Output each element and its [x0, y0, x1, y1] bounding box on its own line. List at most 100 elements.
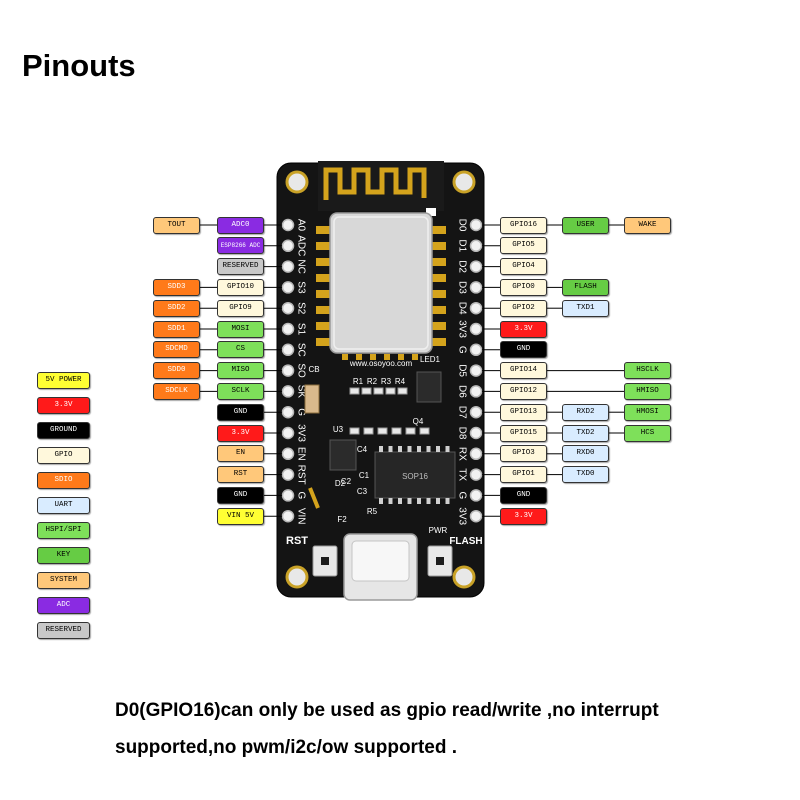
ref-d2: D2 [335, 479, 346, 488]
header-pin [281, 218, 295, 232]
right-pin-tag-gpio0: GPIO0 [500, 278, 547, 296]
smd-component [373, 387, 384, 395]
header-pin [281, 281, 295, 294]
header-pin [469, 322, 483, 336]
chip-leg [417, 446, 421, 452]
silk-label-g: G [456, 492, 467, 500]
right-pin-tag-txd2: TXD2 [562, 424, 609, 442]
flash-button-cap[interactable] [436, 557, 444, 565]
header-pin [281, 301, 295, 315]
header-pin [281, 239, 295, 253]
silk-label-d8: D8 [456, 427, 467, 440]
smd-component [385, 387, 396, 395]
right-pin-tag-gpio16: GPIO16 [500, 216, 547, 234]
smd-component [361, 387, 372, 395]
antenna-trace [323, 167, 427, 200]
module-pad [384, 354, 390, 360]
ref-r1: R1 [353, 377, 364, 386]
header-pin [469, 447, 483, 461]
silk-label-g: G [295, 408, 306, 416]
silk-label-3v3: 3V3 [456, 320, 467, 338]
header-pin [281, 468, 295, 481]
module-pad [412, 354, 418, 360]
legend-uart: UART [37, 497, 90, 514]
chip-leg [426, 446, 431, 452]
chip-leg [445, 498, 450, 504]
right-pin-tag-user: USER [562, 216, 609, 234]
module-pad [432, 274, 446, 282]
mounting-hole [452, 170, 476, 194]
ref-cb: CB [308, 365, 319, 374]
header-pin [469, 301, 483, 315]
silk-label-d7: D7 [456, 406, 467, 419]
silk-label-rx: RX [456, 447, 467, 461]
silk-label-g: G [295, 492, 306, 500]
header-pin [469, 489, 483, 502]
ref-q4: Q4 [413, 417, 424, 426]
smd-component [405, 427, 416, 435]
right-pin-tag-rxd0: RXD0 [562, 445, 609, 463]
ref-c1: C1 [359, 471, 370, 480]
silk-label-nc: NC [295, 259, 306, 273]
silk-label-d5: D5 [456, 364, 467, 377]
left-pin-tag-gnd: GND [217, 403, 264, 421]
header-pin [469, 385, 483, 398]
smd-component [397, 387, 408, 395]
legend-sdio: SDIO [37, 472, 90, 489]
header-pin [469, 239, 483, 253]
legend-key: KEY [37, 547, 90, 564]
module-pad [316, 306, 330, 314]
right-pin-tag-3-3v: 3.3V [500, 320, 547, 338]
right-pin-tag-hsclk: HSCLK [624, 362, 671, 380]
right-pin-tag-gpio4: GPIO4 [500, 258, 547, 276]
chip-leg [398, 498, 402, 504]
site-text: www.osoyoo.com [349, 359, 413, 368]
capacitor [304, 384, 320, 414]
module-pad [316, 242, 330, 250]
left-pin-tag-rst: RST [217, 466, 264, 484]
left-pin-tag-sclk: SCLK [217, 382, 264, 400]
right-pin-tag-gpio12: GPIO12 [500, 382, 547, 400]
left-pin-tag-tout: TOUT [153, 216, 200, 234]
silk-label-s1: S1 [295, 323, 306, 336]
mounting-hole [285, 170, 309, 194]
module-pad [432, 258, 446, 266]
silk-label-a0: A0 [295, 219, 306, 232]
chip-leg [388, 446, 393, 452]
smd-component [363, 427, 374, 435]
ref-c2: C2 [341, 477, 352, 486]
smd-component [349, 427, 360, 435]
esp-module-shield [329, 212, 433, 354]
right-pin-tag-3-3v: 3.3V [500, 507, 547, 525]
right-pin-tag-gpio15: GPIO15 [500, 424, 547, 442]
silk-label-adc: ADC [295, 235, 306, 256]
silk-label-d6: D6 [456, 385, 467, 398]
header-pin [469, 509, 483, 523]
module-pad [398, 354, 404, 360]
rst-button-cap[interactable] [321, 557, 329, 565]
header-pin [469, 426, 483, 440]
right-pin-tag-gpio2: GPIO2 [500, 299, 547, 317]
right-pin-tag-txd0: TXD0 [562, 466, 609, 484]
silk-label-d2: D2 [456, 260, 467, 273]
module-pad [432, 338, 446, 346]
right-pin-tag-gnd: GND [500, 486, 547, 504]
silk-label-3v3: 3V3 [456, 507, 467, 525]
note-line-2: supported,no pwm/i2c/ow supported . [115, 737, 458, 758]
right-pin-tag-gpio3: GPIO3 [500, 445, 547, 463]
chip-leg [379, 446, 383, 452]
right-pin-tag-hmiso: HMISO [624, 382, 671, 400]
smd-component [391, 427, 402, 435]
right-pin-tag-wake: WAKE [624, 216, 671, 234]
header-pin [469, 260, 483, 273]
legend-gpio: GPIO [37, 447, 90, 464]
esp-module-highlight [333, 216, 429, 350]
silk-label-vin: VIN [295, 508, 306, 525]
silk-label-sc: SC [295, 343, 306, 357]
smd-component [419, 427, 430, 435]
header-pin [281, 509, 295, 523]
silk-label-d1: D1 [456, 239, 467, 252]
left-pin-tag-sdclk: SDCLK [153, 382, 200, 400]
